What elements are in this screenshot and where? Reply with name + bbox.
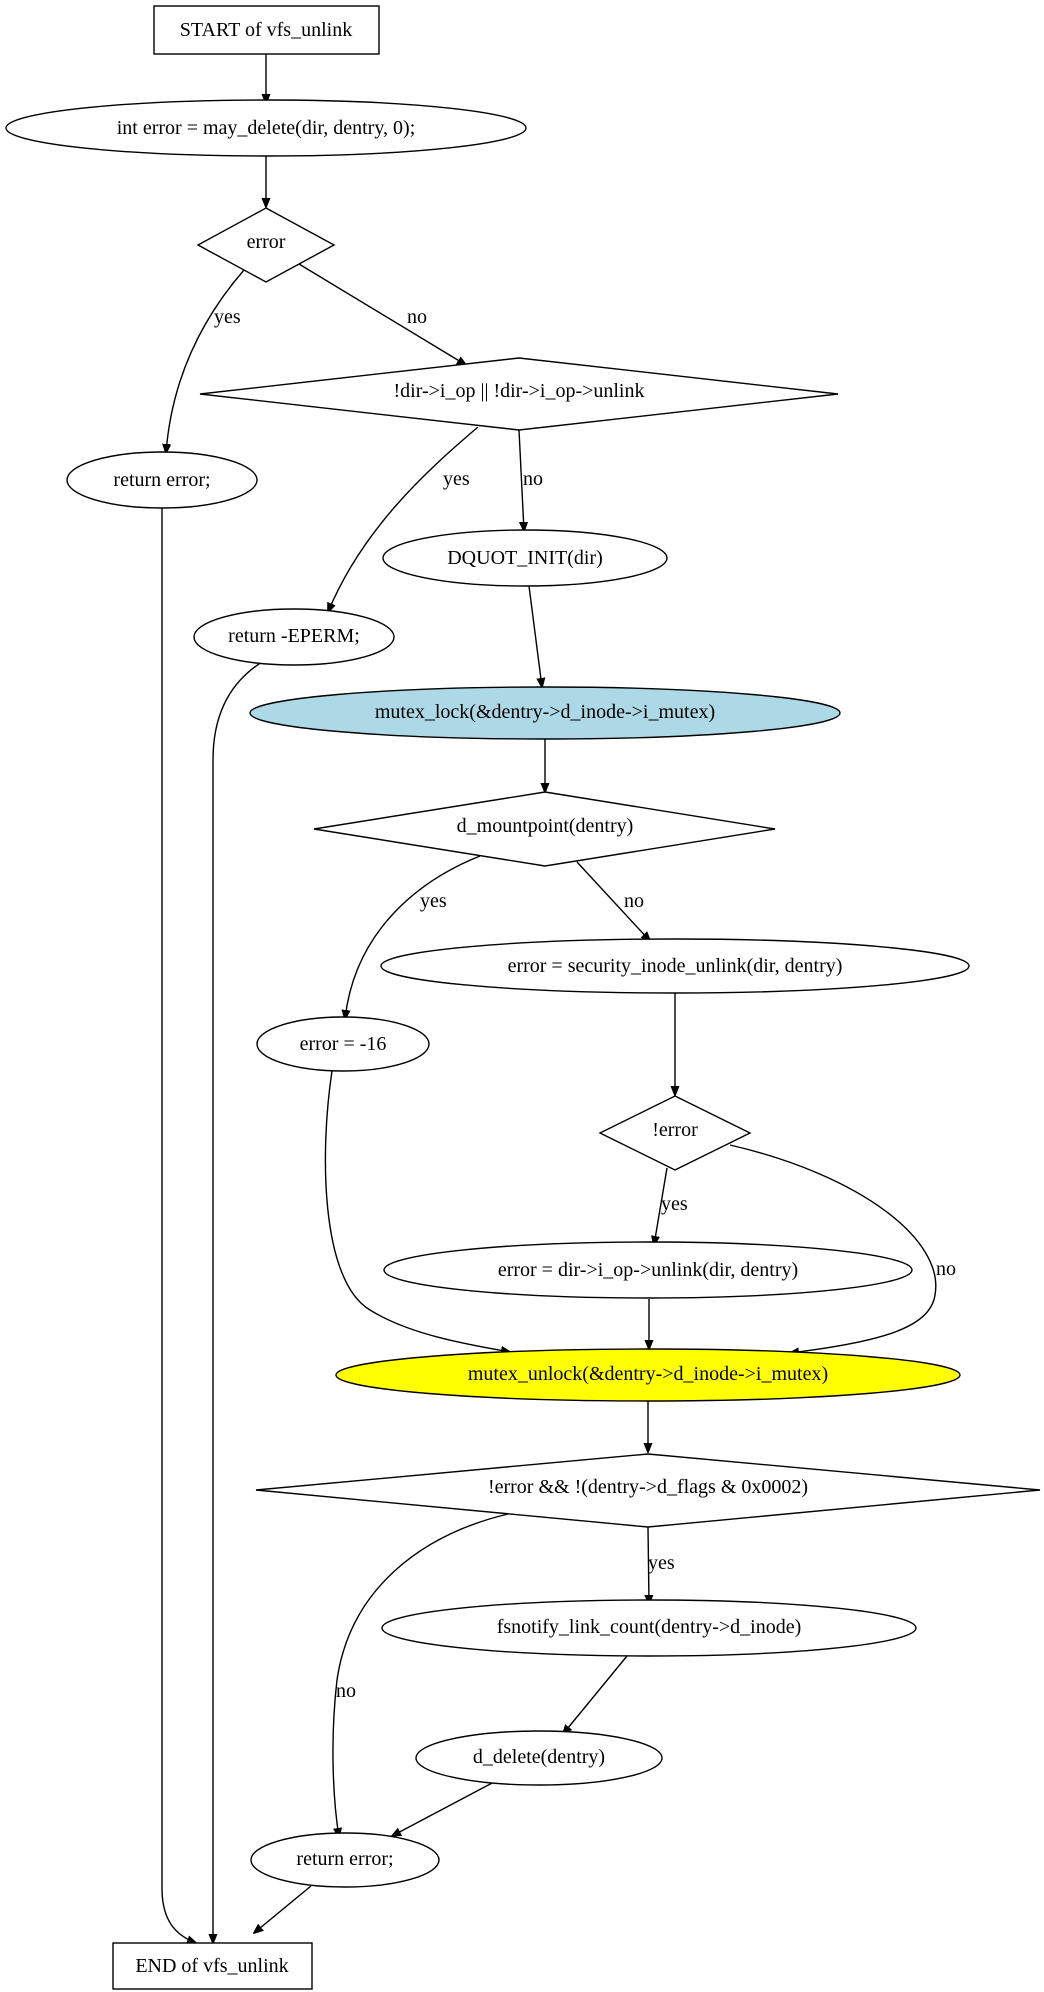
edge-label-iop-no: no — [523, 468, 543, 490]
edge-label-error-yes: yes — [214, 306, 241, 328]
mutex-unlock-node: mutex_unlock(&dentry->d_inode->i_mutex) — [335, 1348, 961, 1402]
edge-error-no-to-iop — [298, 263, 466, 365]
start-label: START of vfs_unlink — [180, 19, 352, 41]
edge-error-yes-to-return-error — [166, 269, 245, 453]
edge-flags-yes-to-fsnotify — [648, 1526, 649, 1604]
edge-label-flags-yes: yes — [648, 1552, 675, 1574]
may-delete-label: int error = may_delete(dir, dentry, 0); — [117, 117, 416, 139]
edge-return-error-2-to-end — [254, 1885, 312, 1933]
edge-label-iop-yes: yes — [443, 468, 470, 490]
edge-return-error-to-end — [161, 508, 196, 1943]
edge-return-eperm-to-end — [213, 658, 268, 1943]
security-unlink-label: error = security_inode_unlink(dir, dentr… — [508, 955, 843, 977]
edge-not-error-yes-to-iop-unlink — [654, 1167, 668, 1245]
iop-unlink-node: error = dir->i_op->unlink(dir, dentry) — [383, 1241, 913, 1299]
edge-mountpoint-no-to-security — [576, 861, 650, 941]
edges — [161, 54, 937, 1943]
edge-error-16-to-mutex-unlock — [324, 1070, 510, 1352]
edge-d-delete-to-return-error-2 — [392, 1781, 495, 1836]
edge-label-mount-no: no — [624, 890, 644, 912]
iop-decision-label: !dir->i_op || !dir->i_op->unlink — [393, 380, 644, 402]
return-eperm-node: return -EPERM; — [193, 608, 395, 666]
edge-label-not-error-yes: yes — [661, 1193, 688, 1215]
return-error-label-2: return error; — [296, 1848, 393, 1870]
iop-decision: !dir->i_op || !dir->i_op->unlink — [199, 357, 839, 431]
edge-iop-yes-to-return-eperm — [328, 426, 479, 612]
edge-label-flags-no: no — [336, 1680, 356, 1702]
end-label: END of vfs_unlink — [135, 1955, 288, 1977]
error-16-node: error = -16 — [256, 1016, 430, 1072]
mountpoint-decision-label: d_mountpoint(dentry) — [457, 815, 634, 837]
fsnotify-label: fsnotify_link_count(dentry->d_inode) — [497, 1616, 802, 1638]
end-node: END of vfs_unlink — [112, 1942, 313, 1990]
security-unlink-node: error = security_inode_unlink(dir, dentr… — [380, 938, 970, 994]
edge-dquot-to-mutex-lock — [528, 585, 542, 687]
flags-decision: !error && !(dentry->d_flags & 0x0002) — [255, 1453, 1041, 1528]
edge-iop-no-to-dquot — [518, 429, 524, 531]
d-delete-node: d_delete(dentry) — [415, 1730, 663, 1786]
edge-not-error-no-to-mutex-unlock — [729, 1144, 937, 1353]
return-error-node-2: return error; — [250, 1832, 440, 1888]
mountpoint-decision: d_mountpoint(dentry) — [313, 791, 776, 867]
error-decision: error — [196, 207, 336, 283]
edge-mountpoint-yes-to-error-16 — [345, 855, 481, 1019]
d-delete-label: d_delete(dentry) — [473, 1746, 605, 1768]
edge-fsnotify-to-d-delete — [563, 1655, 628, 1734]
not-error-decision-label: !error — [652, 1119, 698, 1141]
mutex-lock-label: mutex_lock(&dentry->d_inode->i_mutex) — [375, 701, 715, 723]
not-error-decision: !error — [598, 1095, 752, 1171]
return-error-node-1: return error; — [66, 451, 258, 509]
dquot-init-node: DQUOT_INIT(dir) — [382, 529, 668, 587]
return-error-label-1: return error; — [113, 469, 210, 491]
nodes: START of vfs_unlink int error = may_dele… — [5, 5, 1041, 1990]
edge-label-not-error-no: no — [936, 1258, 956, 1280]
error-16-label: error = -16 — [300, 1033, 387, 1055]
edge-label-mount-yes: yes — [420, 890, 447, 912]
flags-decision-label: !error && !(dentry->d_flags & 0x0002) — [488, 1476, 808, 1498]
edge-flags-no-to-return-error-2 — [332, 1513, 509, 1837]
edge-label-error-no: no — [407, 306, 427, 328]
iop-unlink-label: error = dir->i_op->unlink(dir, dentry) — [498, 1259, 798, 1281]
may-delete-node: int error = may_delete(dir, dentry, 0); — [5, 99, 527, 157]
fsnotify-node: fsnotify_link_count(dentry->d_inode) — [381, 1599, 917, 1657]
start-node: START of vfs_unlink — [153, 5, 380, 55]
error-decision-label: error — [247, 231, 286, 253]
mutex-unlock-label: mutex_unlock(&dentry->d_inode->i_mutex) — [468, 1363, 828, 1385]
return-eperm-label: return -EPERM; — [228, 625, 360, 647]
mutex-lock-node: mutex_lock(&dentry->d_inode->i_mutex) — [249, 686, 841, 740]
edge-labels: yes no yes no yes no yes no yes no — [214, 306, 956, 1702]
dquot-init-label: DQUOT_INIT(dir) — [447, 547, 603, 569]
